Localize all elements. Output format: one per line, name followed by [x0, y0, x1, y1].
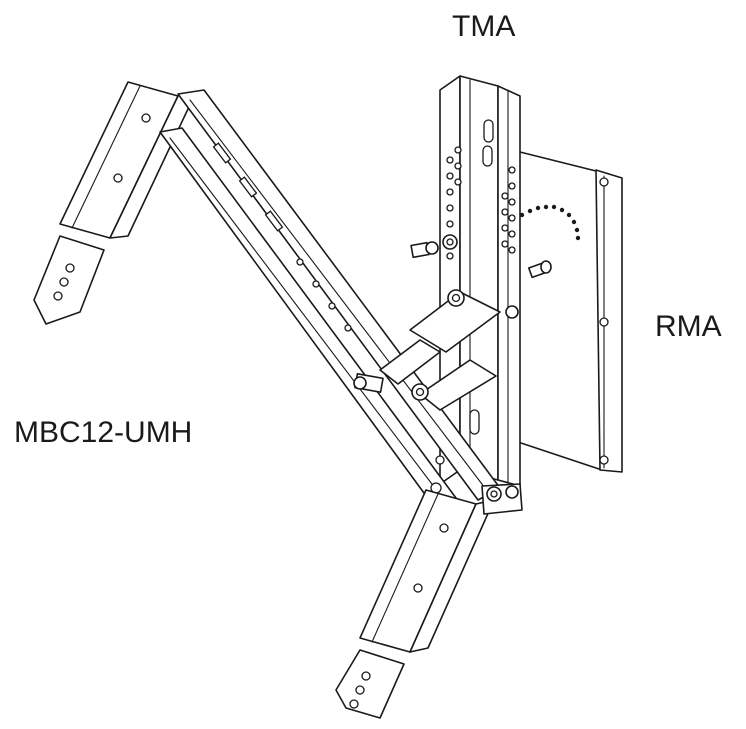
- rma-label: RMA: [655, 310, 722, 343]
- angle-index-holes: [519, 204, 581, 241]
- lower-arm: [335, 489, 495, 719]
- tma-bolt: [410, 234, 458, 259]
- tma-label: TMA: [452, 10, 516, 43]
- rma-plate: [511, 149, 623, 473]
- lower-pivot: [481, 483, 523, 515]
- upper-arm: [33, 81, 197, 325]
- mbc12-umh-label: MBC12-UMH: [14, 416, 193, 449]
- locking-pin: [527, 260, 552, 279]
- link-arms: [353, 289, 519, 411]
